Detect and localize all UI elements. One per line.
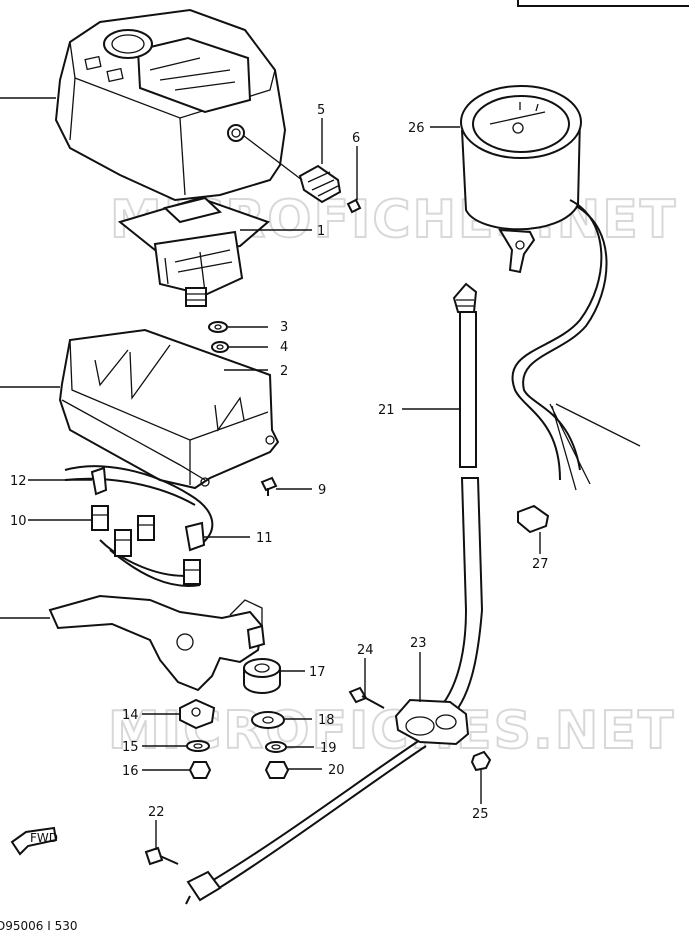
frame-corner xyxy=(517,0,689,7)
reset-knob xyxy=(243,135,342,204)
callout-26: 26 xyxy=(408,121,425,136)
meter-mechanism xyxy=(117,196,270,307)
callout-27: 27 xyxy=(532,557,549,572)
callout-2: 2 xyxy=(280,364,288,379)
callout-25: 25 xyxy=(472,807,489,822)
nut-20 xyxy=(264,761,290,779)
callout-24: 24 xyxy=(357,643,374,658)
callout-1: 1 xyxy=(317,224,325,239)
callout-3: 3 xyxy=(280,320,288,335)
callout-labels: 1 2 3 4 5 6 9 10 11 12 14 15 16 17 18 19… xyxy=(10,103,549,822)
washer-15 xyxy=(186,740,210,752)
callout-15: 15 xyxy=(122,740,139,755)
meter-lower-case xyxy=(58,328,280,490)
wiring-harness xyxy=(64,465,214,587)
callout-16: 16 xyxy=(122,764,139,779)
callout-11: 11 xyxy=(256,531,273,546)
callout-12: 12 xyxy=(10,474,27,489)
forward-label: FWD xyxy=(30,831,58,845)
bolt-22 xyxy=(144,846,179,866)
nut-16 xyxy=(188,761,212,779)
callout-20: 20 xyxy=(328,763,345,778)
callout-5: 5 xyxy=(317,103,325,118)
washer-19 xyxy=(265,741,287,753)
clip-27 xyxy=(517,504,550,534)
cable-clamp xyxy=(394,698,470,746)
nut-25 xyxy=(470,750,492,772)
washer-18 xyxy=(251,711,285,729)
callout-22: 22 xyxy=(148,805,165,820)
callout-9: 9 xyxy=(318,483,326,498)
callout-18: 18 xyxy=(318,713,335,728)
callout-21: 21 xyxy=(378,403,395,418)
screw-9 xyxy=(260,476,278,496)
callout-19: 19 xyxy=(320,741,337,756)
leader-lines xyxy=(0,97,541,850)
screw-6 xyxy=(346,198,362,214)
washer-4 xyxy=(211,341,229,353)
grommet-17 xyxy=(243,658,281,694)
callout-14: 14 xyxy=(122,708,139,723)
cushion-14 xyxy=(179,698,216,730)
callout-4: 4 xyxy=(280,340,288,355)
speedometer-cable xyxy=(185,282,484,905)
meter-bracket xyxy=(48,594,266,692)
callout-23: 23 xyxy=(410,636,427,651)
forward-arrow-icon: FWD xyxy=(10,826,58,856)
washer-3 xyxy=(208,321,228,333)
callout-6: 6 xyxy=(352,131,360,146)
callout-10: 10 xyxy=(10,514,27,529)
callout-17: 17 xyxy=(309,665,326,680)
meter-upper-case xyxy=(54,8,287,202)
tachometer xyxy=(460,85,641,491)
figure-code: D95006 J 530 xyxy=(0,919,78,930)
